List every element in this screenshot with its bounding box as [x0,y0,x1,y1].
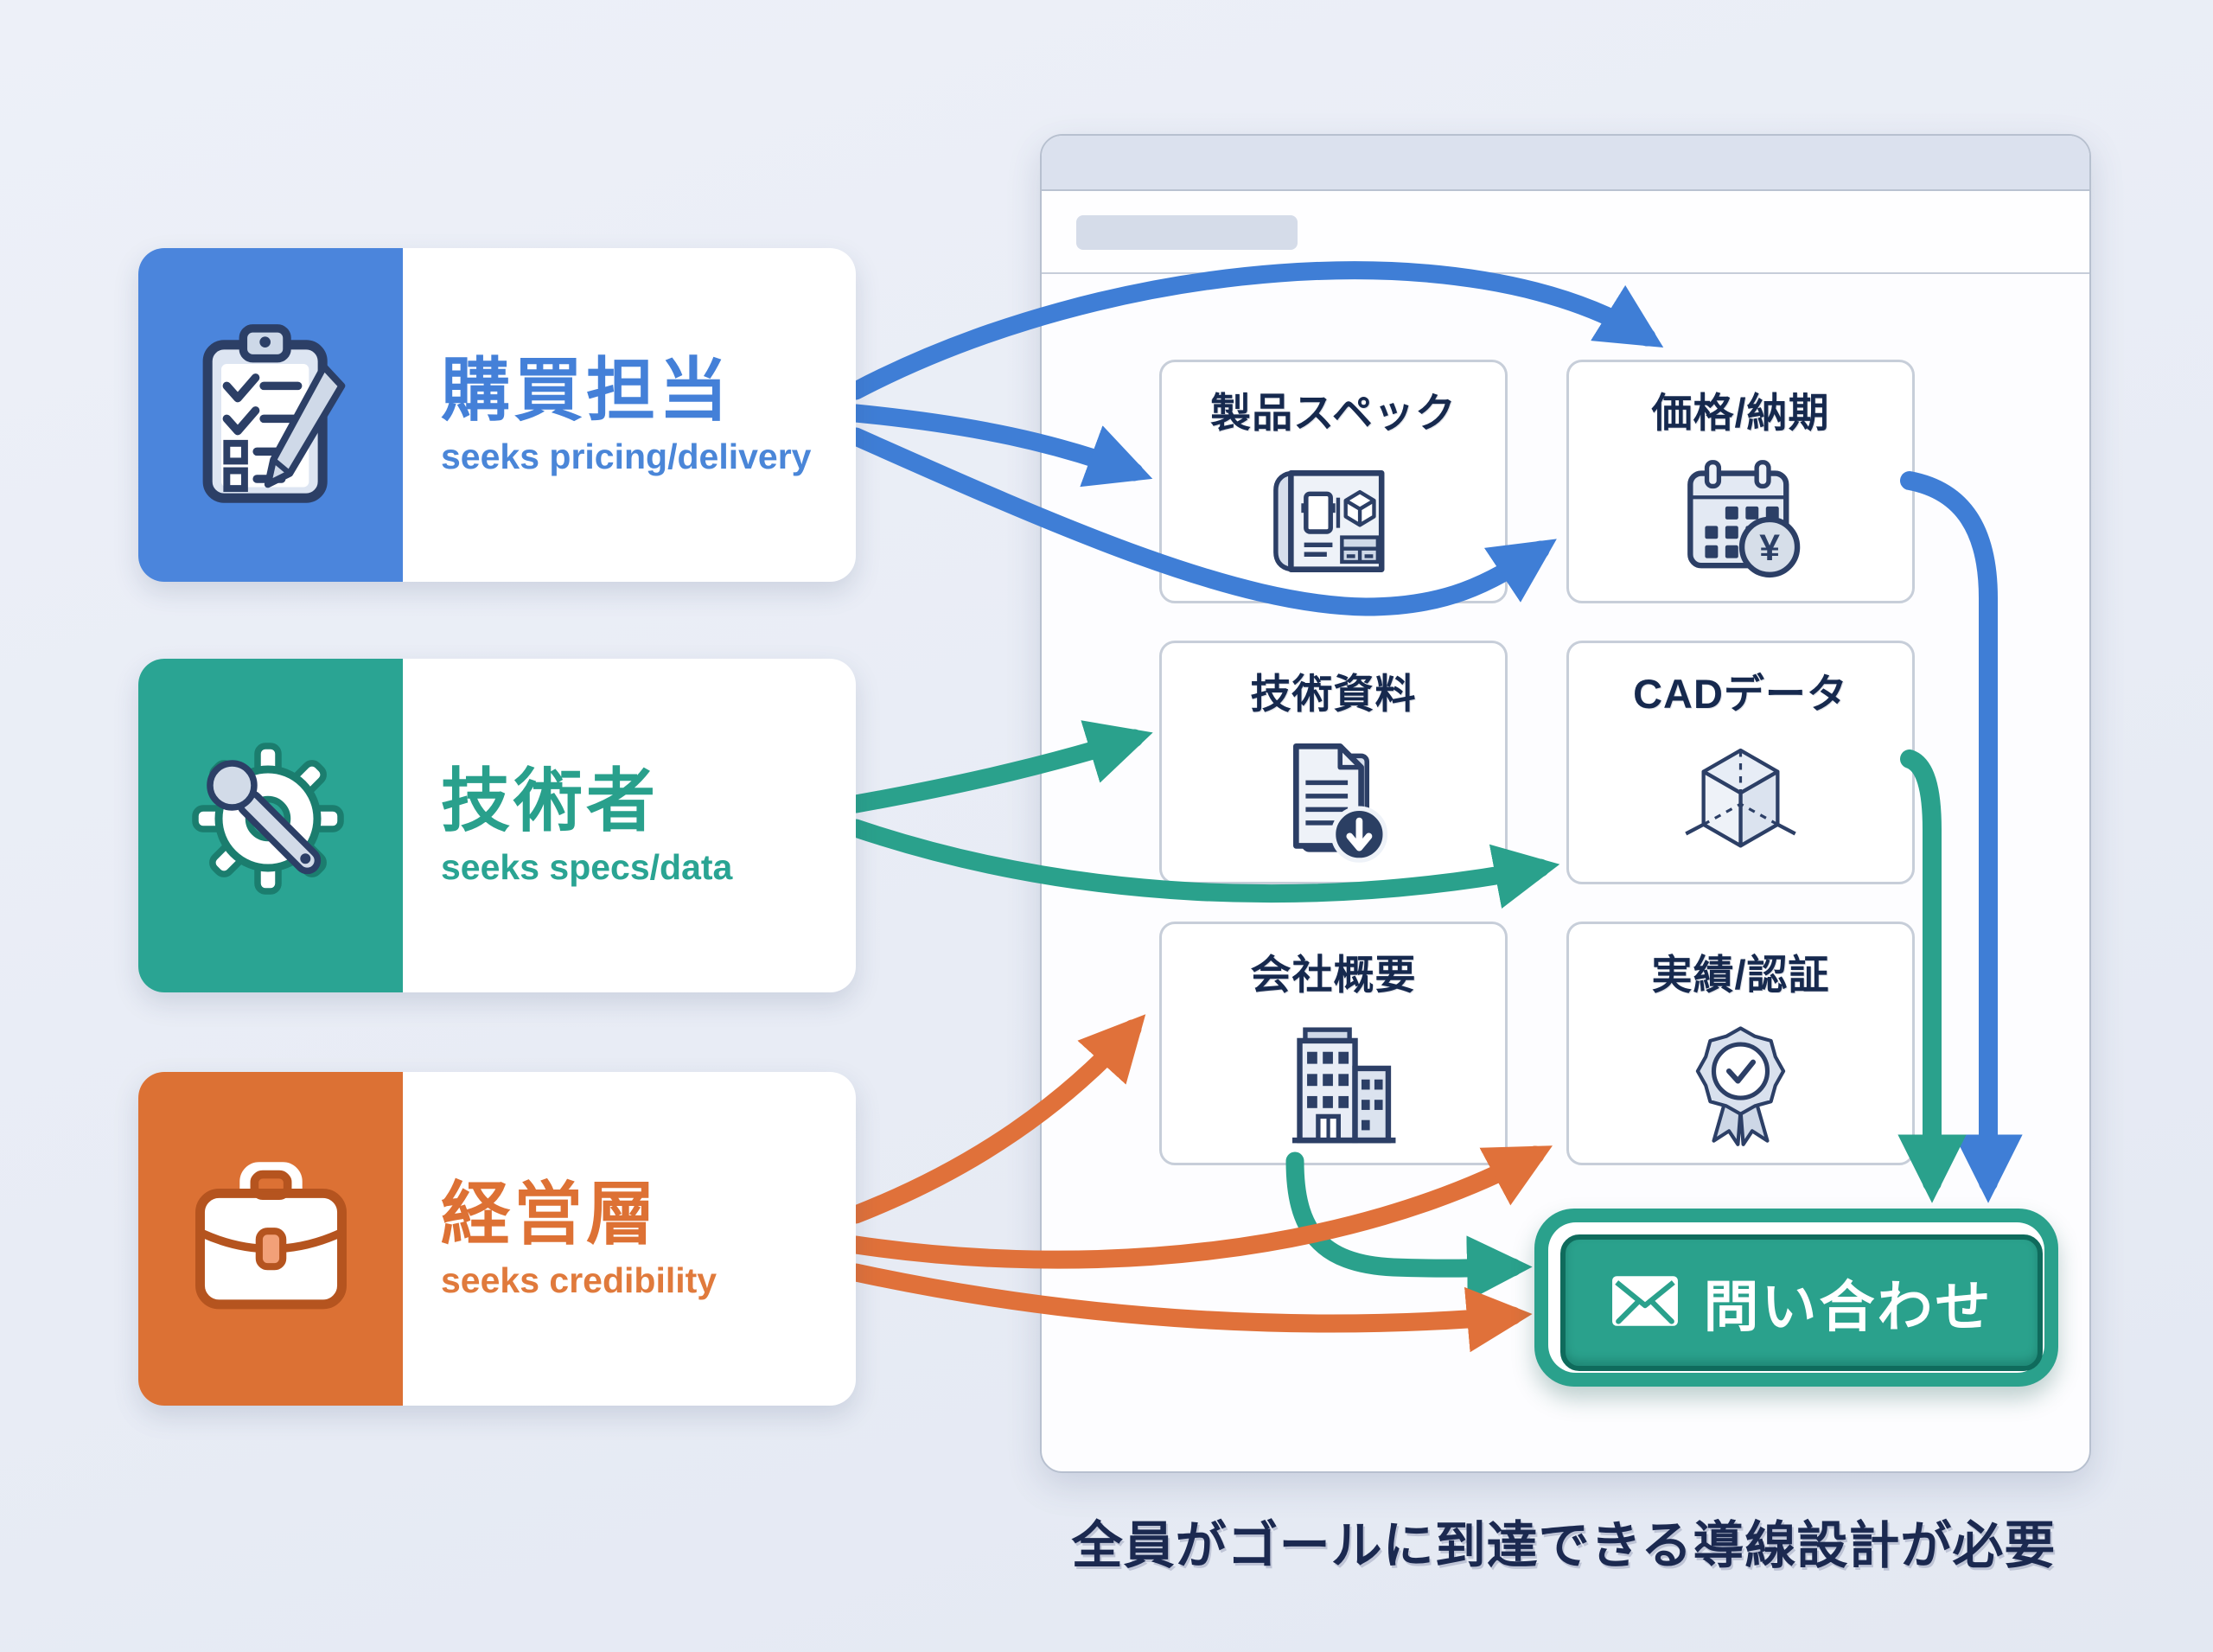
briefcase-icon [182,1160,360,1318]
content-box-product-spec: 製品スペック [1159,360,1508,603]
box-label: 実績/認証 [1651,952,1830,998]
persona-panel [138,248,403,582]
persona-title: 技術者 [441,762,659,839]
content-box-price-delivery: 価格/納期 ¥ [1566,360,1915,603]
site-header [1042,191,2089,274]
persona-title: 購買担当 [441,351,731,429]
contact-cta-label: 問い合わせ [1703,1276,1993,1338]
blueprint-icon [1262,441,1405,601]
award-icon [1678,1003,1803,1163]
persona-text: 技術者 seeks specs/data [403,659,856,992]
persona-card-engineer: 技術者 seeks specs/data [138,659,856,992]
content-box-technical-docs: 技術資料 [1159,641,1508,884]
persona-panel [138,659,403,992]
content-box-cad-data: CADデータ [1566,641,1915,884]
box-label: 技術資料 [1250,671,1417,717]
persona-subtitle: seeks credibility [441,1260,717,1300]
building-icon [1265,1003,1403,1163]
box-label: 会社概要 [1250,952,1417,998]
persona-panel [138,1072,403,1406]
browser-titlebar [1042,136,2089,191]
document-download-icon [1271,722,1396,882]
calendar-yen-icon: ¥ [1672,441,1810,601]
persona-subtitle: seeks specs/data [441,846,733,887]
contact-cta-button[interactable]: 問い合わせ [1560,1234,2043,1371]
contact-cta-gap: 問い合わせ [1548,1222,2044,1373]
persona-text: 購買担当 seeks pricing/delivery [403,248,856,582]
envelope-icon [1610,1274,1680,1332]
gear-wrench-icon [180,733,361,919]
persona-subtitle: seeks pricing/delivery [441,436,812,476]
box-label: CADデータ [1633,671,1848,717]
svg-text:¥: ¥ [1759,526,1780,568]
logo-placeholder [1076,215,1298,250]
persona-card-management: 経営層 seeks credibility [138,1072,856,1406]
persona-title: 経営層 [441,1175,659,1253]
bottom-caption: 全員がゴールに到達できる導線設計が必要 [1071,1517,2057,1574]
clipboard-icon [188,317,353,513]
contact-cta-outer-ring: 問い合わせ [1534,1209,2058,1387]
content-box-company-profile: 会社概要 [1159,922,1508,1165]
persona-card-purchasing: 購買担当 seeks pricing/delivery [138,248,856,582]
box-label: 価格/納期 [1651,390,1830,436]
persona-text: 経営層 seeks credibility [403,1072,856,1406]
cad-cube-icon [1669,722,1812,882]
content-box-achievements-certifications: 実績/認証 [1566,922,1915,1165]
box-label: 製品スペック [1210,390,1457,436]
